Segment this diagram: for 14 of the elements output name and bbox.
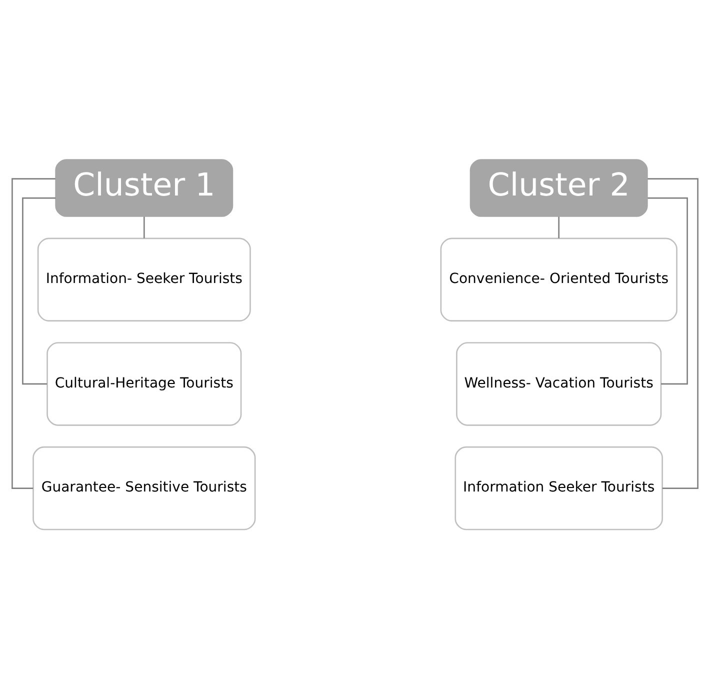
node-box: Information Seeker Tourists [454, 446, 663, 530]
connector [22, 197, 56, 385]
node-box: Cultural-Heritage Tourists [46, 342, 242, 426]
node-box: Cluster 1 [55, 159, 234, 217]
node-box: Guarantee- Sensitive Tourists [32, 446, 256, 530]
connector [143, 216, 145, 238]
connector [12, 178, 56, 489]
node-box: Convenience- Oriented Tourists [440, 238, 678, 322]
connector [648, 178, 698, 489]
node-box: Cluster 2 [470, 159, 648, 217]
node-box: Wellness- Vacation Tourists [456, 342, 662, 426]
connector [558, 216, 560, 238]
node-box: Information- Seeker Tourists [37, 238, 251, 322]
connector [648, 197, 688, 385]
